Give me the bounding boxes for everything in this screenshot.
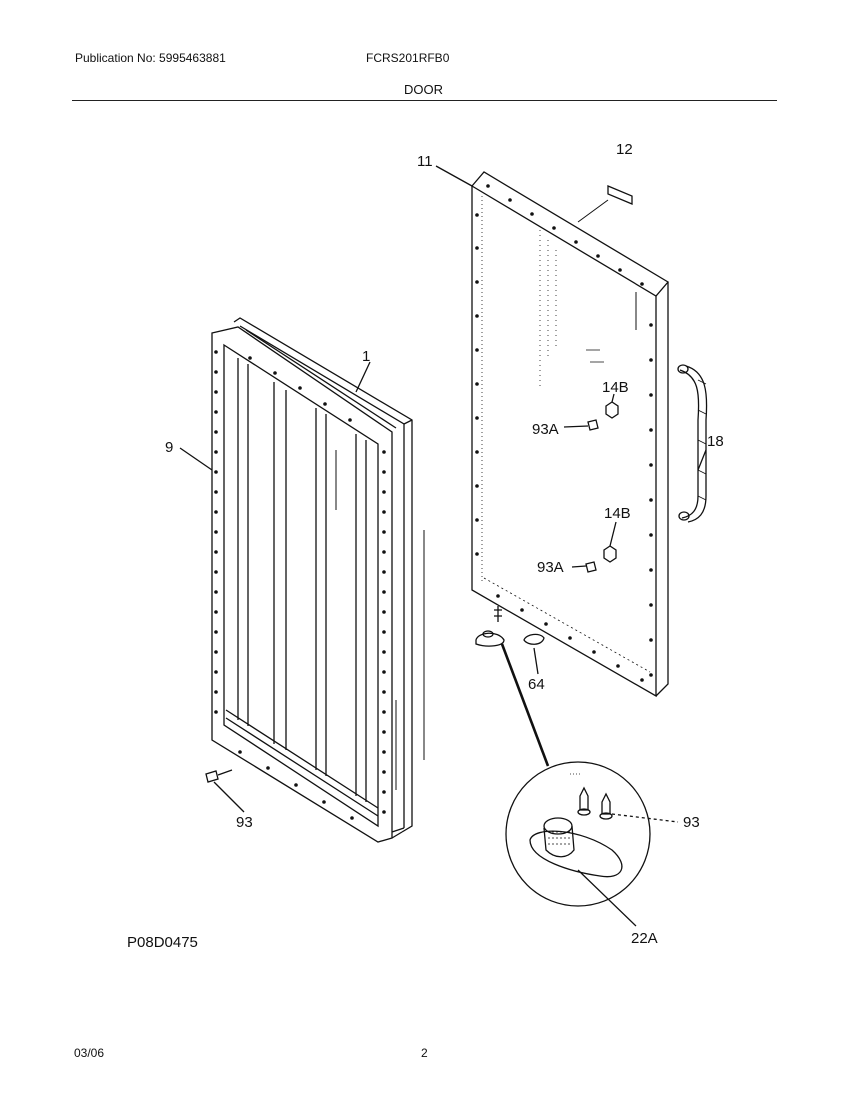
hinge-bracket-22a xyxy=(475,630,505,647)
callout-93-left: 93 xyxy=(236,814,253,831)
callout-18: 18 xyxy=(707,433,724,450)
leader-18 xyxy=(697,449,707,471)
leader-14b-top xyxy=(611,393,615,403)
outer-door-panel xyxy=(471,171,669,698)
leader-11 xyxy=(435,165,473,187)
screw-93a-top xyxy=(587,419,599,431)
section-title: DOOR xyxy=(404,82,443,97)
callout-14b-top: 14B xyxy=(602,379,629,396)
hinge-detail-circle xyxy=(505,761,651,907)
leader-93a-bottom xyxy=(571,565,587,568)
screw-93-left xyxy=(205,769,233,783)
leader-93-right xyxy=(611,813,679,823)
screw-93a-bottom xyxy=(585,561,597,573)
door-handle-18 xyxy=(677,364,708,523)
leader-9 xyxy=(179,447,213,471)
publication-number: Publication No: 5995463881 xyxy=(75,51,226,65)
fastener-14b-bottom xyxy=(603,545,617,563)
door-gasket xyxy=(233,317,425,839)
leader-93-left xyxy=(213,781,245,813)
leader-93a-top xyxy=(563,425,589,428)
leader-64 xyxy=(533,647,539,675)
leader-14b-bottom xyxy=(609,521,617,547)
callout-12: 12 xyxy=(616,141,633,158)
page-number: 2 xyxy=(421,1046,428,1060)
callout-93-right: 93 xyxy=(683,814,700,831)
leader-1 xyxy=(355,361,371,393)
callout-93a-bottom: 93A xyxy=(537,559,564,576)
callout-11: 11 xyxy=(417,153,433,170)
callout-1: 1 xyxy=(362,348,370,365)
door-liner-frame xyxy=(211,326,393,843)
hinge-pin xyxy=(494,606,502,622)
label-decal-12 xyxy=(577,185,633,223)
header-rule xyxy=(72,100,777,101)
callout-9: 9 xyxy=(165,439,173,456)
drawing-reference: P08D0475 xyxy=(127,934,198,951)
callout-64: 64 xyxy=(528,676,545,693)
model-number: FCRS201RFB0 xyxy=(366,51,450,65)
detail-leader xyxy=(500,643,550,767)
hinge-cover-64 xyxy=(523,633,545,645)
callout-22a: 22A xyxy=(631,930,658,947)
callout-93a-top: 93A xyxy=(532,421,559,438)
leader-22a xyxy=(577,869,637,927)
callout-14b-bottom: 14B xyxy=(604,505,631,522)
footer-date: 03/06 xyxy=(74,1046,105,1060)
fastener-14b-top xyxy=(605,401,619,419)
